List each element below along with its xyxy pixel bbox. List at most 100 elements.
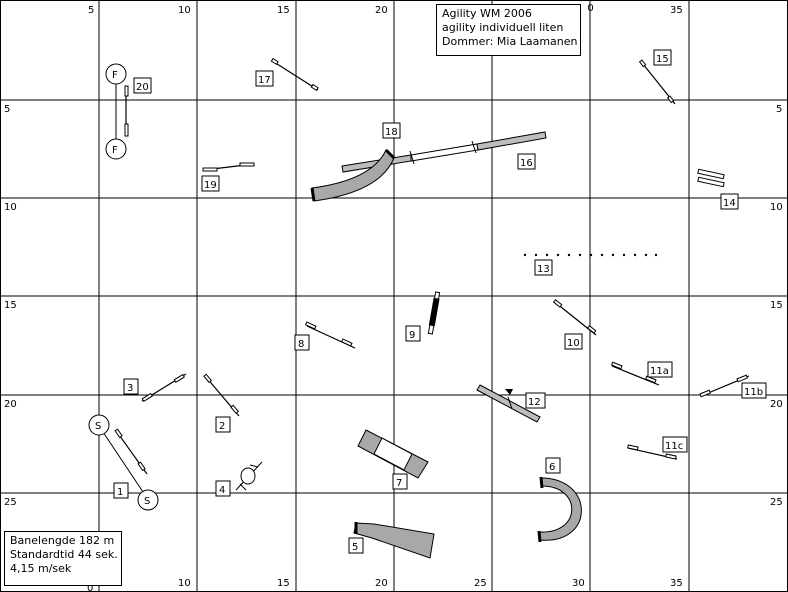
svg-text:12: 12 [528, 397, 541, 408]
number-11a: 11a [647, 361, 673, 378]
number-2: 2 [215, 416, 231, 433]
svg-text:14: 14 [723, 198, 736, 209]
top-label: 35 [670, 5, 683, 16]
left-label: 25 [4, 497, 17, 508]
number-3: 3 [123, 378, 139, 395]
jump-8 [304, 321, 356, 349]
course-title-box: Agility WM 2006 agility individuell lite… [436, 4, 581, 56]
svg-text:7: 7 [396, 478, 402, 489]
top-label-30: 30 [581, 3, 594, 14]
svg-text:15: 15 [656, 54, 669, 65]
right-label: 10 [770, 202, 783, 213]
grid-labels: 5 10 15 20 35 10 15 20 25 30 35 0 5 10 1… [4, 5, 783, 592]
number-14: 14 [720, 193, 739, 210]
jump-17 [270, 57, 319, 91]
number-8: 8 [294, 334, 310, 351]
svg-text:F: F [112, 145, 118, 156]
svg-text:6: 6 [549, 462, 555, 473]
event-name: Agility WM 2006 [442, 7, 532, 20]
svg-text:16: 16 [520, 158, 533, 169]
number-10: 10 [564, 333, 583, 350]
top-label: 15 [277, 5, 290, 16]
svg-text:20: 20 [136, 82, 149, 93]
aframe-7 [357, 429, 429, 479]
start-marker: S [137, 489, 159, 511]
number-4: 4 [215, 480, 231, 497]
svg-text:11a: 11a [650, 366, 669, 377]
course-stats-box: Banelengde 182 m Standardtid 44 sek. 4,1… [4, 531, 122, 586]
top-label: 5 [88, 5, 94, 16]
number-7: 7 [392, 473, 408, 490]
svg-text:8: 8 [298, 339, 304, 350]
number-15: 15 [653, 49, 672, 66]
number-6: 6 [545, 457, 561, 474]
speed: 4,15 m/sek [10, 562, 72, 575]
jump-10 [552, 299, 597, 336]
svg-text:S: S [144, 496, 150, 507]
number-12: 12 [525, 392, 546, 409]
right-label: 25 [770, 497, 783, 508]
judge-name: Dommer: Mia Laamanen [442, 35, 578, 48]
finish-line: F F [105, 63, 127, 160]
number-1: 1 [113, 482, 129, 499]
number-5: 5 [348, 537, 364, 554]
left-label: 5 [4, 104, 10, 115]
jump-15 [638, 59, 676, 105]
number-16: 16 [517, 153, 536, 170]
svg-text:13: 13 [537, 264, 550, 275]
jump-3 [141, 373, 187, 403]
left-label: 15 [4, 300, 17, 311]
tunnel-18 [310, 148, 396, 202]
jump-1 [114, 428, 148, 475]
left-label: 20 [4, 399, 17, 410]
bottom-label: 30 [572, 578, 585, 589]
svg-text:17: 17 [258, 75, 271, 86]
course-length: Banelengde 182 m [10, 534, 115, 547]
svg-text:18: 18 [385, 127, 398, 138]
number-19: 19 [201, 175, 220, 192]
jump-19 [202, 162, 255, 172]
weave-13 [523, 253, 658, 257]
svg-text:2: 2 [219, 421, 225, 432]
seesaw-12 [476, 384, 541, 423]
number-17: 17 [255, 70, 274, 87]
class-name: agility individuell liten [442, 21, 564, 34]
right-label: 20 [770, 399, 783, 410]
svg-text:10: 10 [567, 338, 580, 349]
svg-text:5: 5 [352, 542, 358, 553]
jump-11c [627, 444, 678, 460]
finish-marker: F [105, 63, 127, 85]
jump-20 [124, 85, 129, 137]
number-11c: 11c [662, 436, 688, 453]
tunnel-6 [537, 476, 582, 543]
svg-text:9: 9 [409, 330, 415, 341]
top-label: 10 [178, 5, 191, 16]
start-marker: S [88, 414, 110, 436]
bottom-label: 0 [87, 583, 93, 592]
number-18: 18 [382, 122, 401, 139]
number-11b: 11b [741, 382, 767, 399]
jump-11b [699, 374, 750, 398]
jump-11a [610, 361, 660, 386]
number-13: 13 [534, 259, 553, 276]
svg-text:1: 1 [117, 487, 123, 498]
bottom-label: 35 [670, 578, 683, 589]
svg-text:3: 3 [127, 383, 133, 394]
bottom-label: 20 [375, 578, 388, 589]
start-line: S S [88, 414, 159, 511]
bottom-label: 15 [277, 578, 290, 589]
right-label: 5 [776, 104, 782, 115]
number-9: 9 [405, 325, 421, 342]
svg-text:F: F [112, 70, 118, 81]
jump-2 [203, 373, 240, 417]
tyre-4 [235, 461, 263, 491]
bottom-label: 10 [178, 578, 191, 589]
left-label: 10 [4, 202, 17, 213]
svg-text:S: S [95, 421, 101, 432]
top-label: 20 [375, 5, 388, 16]
obstacle-9 [427, 291, 441, 335]
standard-time: Standardtid 44 sek. [10, 548, 118, 561]
svg-text:4: 4 [219, 485, 225, 496]
